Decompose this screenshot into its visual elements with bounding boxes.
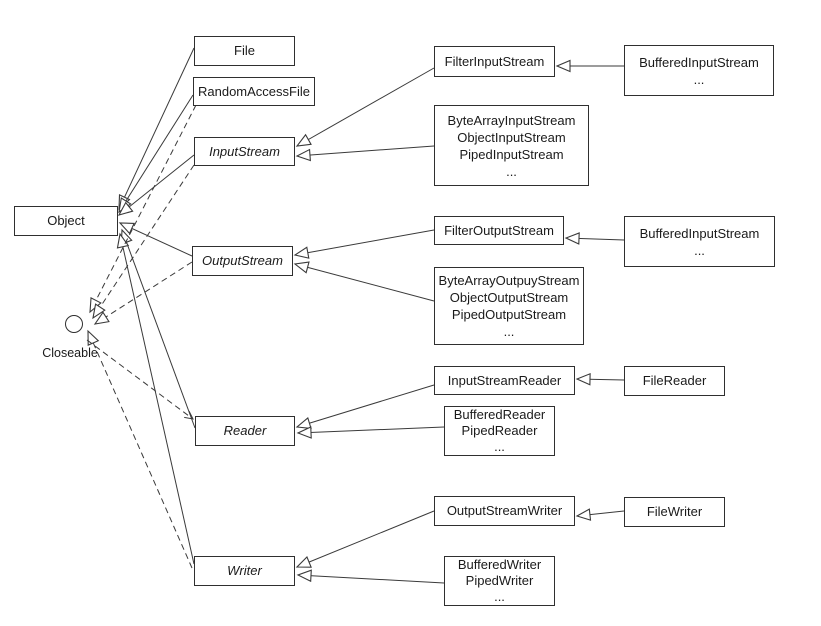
edge-writer-to-object (116, 232, 195, 565)
edge-file-to-object (118, 47, 195, 211)
edge-output_stream_writer-to-writer (295, 510, 435, 568)
edge-input_stream_group-to-input_stream (295, 145, 435, 162)
class-label-byte-array-input-stream: ByteArrayInputStream (447, 112, 576, 128)
edge-buffered_input_stream_2-to-filter_output_stream (564, 232, 625, 245)
ellipsis-label: ... (503, 324, 515, 339)
class-label-file-reader: FileReader (642, 373, 707, 388)
class-label-output-stream-writer: OutputStreamWriter (446, 503, 563, 518)
interface-circle-closeable (65, 315, 83, 333)
ellipsis-label: ... (694, 242, 705, 258)
class-label-file-writer: FileWriter (646, 504, 703, 519)
class-label-file: File (234, 43, 255, 58)
edge-input_stream_reader-to-reader (295, 384, 435, 430)
class-label-object-output-stream: ObjectOutputStream (449, 290, 569, 305)
class-box-input-stream-group: ByteArrayInputStream ObjectInputStream P… (434, 105, 589, 186)
class-box-reader: Reader (195, 416, 295, 446)
class-label-byte-array-outpuy-stream: ByteArrayOutpuyStream (438, 273, 580, 288)
class-box-writer: Writer (194, 556, 295, 586)
class-box-output-stream-group: ByteArrayOutpuyStream ObjectOutputStream… (434, 267, 584, 345)
class-label-filter-input-stream: FilterInputStream (444, 53, 545, 69)
class-label-buffered-input-stream: BufferedInputStream (639, 225, 760, 241)
edge-input_stream-to-object (117, 154, 195, 216)
class-label-input-stream-reader: InputStreamReader (447, 372, 562, 388)
class-box-writer-group: BufferedWriter PipedWriter ... (444, 556, 555, 606)
edge-reader-to-object (120, 228, 196, 429)
class-box-buffered-input-stream-2: BufferedInputStream ... (624, 216, 775, 267)
class-box-file: File (194, 36, 295, 66)
class-label-writer: Writer (227, 563, 262, 578)
class-label-reader: Reader (223, 423, 267, 438)
class-box-input-stream-reader: InputStreamReader (434, 366, 575, 395)
edge-random_access_file-to-closeable (89, 104, 197, 314)
class-box-random-access-file: RandomAccessFile (193, 77, 315, 106)
class-label-object: Object (47, 213, 85, 228)
edge-filter_input_stream-to-input_stream (295, 67, 435, 147)
class-label-buffered-writer: BufferedWriter (457, 557, 542, 572)
class-box-output-stream: OutputStream (192, 246, 293, 276)
class-box-filter-input-stream: FilterInputStream (434, 46, 555, 77)
class-label-buffered-reader: BufferedReader (453, 407, 546, 422)
edge-random_access_file-to-object (118, 94, 194, 214)
edge-writer-to-closeable (87, 329, 193, 569)
ellipsis-label: ... (693, 71, 705, 87)
edge-reader_group-to-reader (296, 426, 445, 439)
class-box-file-reader: FileReader (624, 366, 725, 396)
class-label-input-stream: InputStream (209, 143, 280, 159)
edge-file_writer-to-output_stream_writer (575, 508, 625, 521)
ellipsis-label: ... (494, 589, 505, 604)
class-label-random-access-file: RandomAccessFile (198, 83, 310, 99)
ellipsis-label: ... (506, 163, 517, 179)
class-label-piped-reader: PipedReader (461, 423, 538, 438)
class-box-buffered-input-stream-1: BufferedInputStream ... (624, 45, 774, 96)
edge-filter_output_stream-to-output_stream (293, 229, 435, 259)
class-label-piped-output-stream: PipedOutputStream (451, 307, 567, 322)
edge-closeable-to-reader (86, 339, 194, 420)
class-box-reader-group: BufferedReader PipedReader ... (444, 406, 555, 456)
class-box-filter-output-stream: FilterOutputStream (434, 216, 564, 245)
class-label-object-input-stream: ObjectInputStream (457, 129, 566, 145)
edge-output_stream-to-closeable (93, 261, 193, 325)
edge-input_stream-to-closeable (92, 164, 195, 320)
class-label-filter-output-stream: FilterOutputStream (444, 222, 554, 238)
class-label-output-stream: OutputStream (202, 253, 283, 268)
class-box-input-stream: InputStream (194, 137, 295, 166)
class-box-file-writer: FileWriter (624, 497, 725, 527)
edge-file_reader-to-input_stream_reader (575, 372, 625, 386)
class-box-object: Object (14, 206, 118, 236)
edge-output_stream-to-object (118, 222, 193, 257)
class-label-piped-input-stream: PipedInputStream (459, 146, 564, 162)
class-label-buffered-input-stream: BufferedInputStream (639, 54, 759, 70)
edge-writer_group-to-writer (296, 569, 445, 584)
edge-output_stream_group-to-output_stream (293, 261, 435, 302)
ellipsis-label: ... (494, 439, 505, 454)
class-box-output-stream-writer: OutputStreamWriter (434, 496, 575, 526)
class-label-piped-writer: PipedWriter (465, 573, 534, 588)
interface-label-closeable: Closeable (42, 346, 98, 360)
